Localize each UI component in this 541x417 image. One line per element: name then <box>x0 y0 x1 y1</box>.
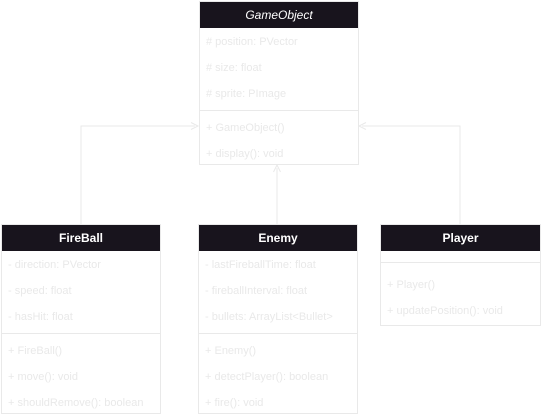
method-row: + fire(): void <box>205 397 264 409</box>
method-row: + shouldRemove(): boolean <box>8 397 144 409</box>
method-row: + updatePosition(): void <box>387 305 503 317</box>
fireball-inheritance-arrowhead <box>190 122 200 130</box>
method-row: + Enemy() <box>205 345 257 357</box>
method-row: + Player() <box>387 279 435 291</box>
class-enemy-attributes: - lastFireballTime: float - fireballInte… <box>199 251 357 334</box>
class-fireball[interactable]: FireBall - direction: PVector - speed: f… <box>1 224 161 414</box>
class-enemy-methods: + Enemy() + detectPlayer(): boolean + fi… <box>199 334 357 416</box>
attribute-row: - lastFireballTime: float <box>205 259 316 271</box>
method-row: + detectPlayer(): boolean <box>205 371 329 383</box>
player-inheritance-arrowhead <box>357 122 367 130</box>
class-enemy[interactable]: Enemy - lastFireballTime: float - fireba… <box>198 224 358 414</box>
class-fireball-attributes: - direction: PVector - speed: float - ha… <box>2 251 160 334</box>
class-enemy-name: Enemy <box>199 225 357 251</box>
attribute-row: # position: PVector <box>206 36 298 48</box>
class-player-methods: + Player() + updatePosition(): void <box>381 263 540 324</box>
class-gameobject[interactable]: GameObject # position: PVector # size: f… <box>199 1 359 165</box>
method-row: + GameObject() <box>206 122 285 134</box>
class-gameobject-methods: + GameObject() + display(): void <box>200 111 358 167</box>
class-player-name: Player <box>381 225 540 251</box>
attribute-row: - direction: PVector <box>8 259 101 271</box>
attribute-row: - hasHit: float <box>8 311 73 323</box>
class-gameobject-attributes: # position: PVector # size: float # spri… <box>200 28 358 111</box>
method-row: + move(): void <box>8 371 78 383</box>
attribute-row: - fireballInterval: float <box>205 285 308 297</box>
class-fireball-name: FireBall <box>2 225 160 251</box>
enemy-inheritance-arrowhead <box>273 163 281 173</box>
player-inheritance-line <box>362 125 461 224</box>
attribute-row: - speed: float <box>8 285 72 297</box>
attribute-row: # size: float <box>206 62 262 74</box>
attribute-row: # sprite: PImage <box>206 88 287 100</box>
class-player-attributes <box>381 251 540 263</box>
attribute-row: - bullets: ArrayList<Bullet> <box>205 311 333 323</box>
method-row: + display(): void <box>206 148 284 160</box>
class-fireball-methods: + FireBall() + move(): void + shouldRemo… <box>2 334 160 416</box>
class-player[interactable]: Player + Player() + updatePosition(): vo… <box>380 224 541 326</box>
class-gameobject-name: GameObject <box>200 2 358 28</box>
fireball-inheritance-line <box>80 125 195 224</box>
method-row: + FireBall() <box>8 345 63 357</box>
